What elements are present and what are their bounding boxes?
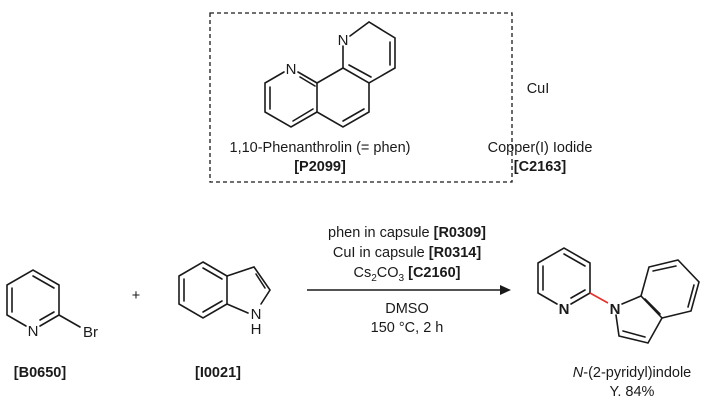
product-name: N-(2-pyridyl)indole bbox=[573, 365, 691, 381]
plus-sign: + bbox=[132, 288, 140, 304]
copper-formula: CuI bbox=[527, 81, 550, 97]
product-structure: N N bbox=[537, 247, 700, 344]
condition-temp-time: 150 °C, 2 h bbox=[371, 320, 444, 336]
atom-label: N bbox=[559, 301, 570, 318]
condition-base: Cs2CO3 [C2160] bbox=[353, 265, 460, 284]
atom-label: N bbox=[251, 306, 262, 323]
atom-label: N bbox=[286, 61, 297, 78]
atom-label: H bbox=[251, 321, 262, 338]
atom-label: N bbox=[28, 323, 39, 340]
atom-label: N bbox=[610, 301, 621, 318]
copper-code: [C2163] bbox=[514, 159, 567, 175]
phenanthroline-structure: N N bbox=[264, 21, 396, 128]
condition-solvent: DMSO bbox=[385, 301, 429, 317]
catalyst-box bbox=[209, 12, 513, 183]
new-c-n-bond bbox=[589, 292, 609, 304]
indole-structure: N H bbox=[178, 261, 271, 338]
copper-name: Copper(I) Iodide bbox=[488, 140, 593, 156]
atom-label: N bbox=[338, 32, 349, 49]
reaction-arrow bbox=[307, 285, 511, 295]
product-yield: Y. 84% bbox=[610, 384, 655, 400]
reactant-code: [B0650] bbox=[14, 365, 67, 381]
bromopyridine-structure: N Br bbox=[6, 269, 98, 341]
reactant-code: [I0021] bbox=[195, 365, 241, 381]
ligand-name: 1,10-Phenanthrolin (= phen) bbox=[230, 140, 411, 156]
condition-phen: phen in capsule [R0309] bbox=[328, 225, 486, 241]
condition-cui: CuI in capsule [R0314] bbox=[333, 245, 481, 261]
ligand-code: [P2099] bbox=[294, 159, 346, 175]
atom-label: Br bbox=[83, 324, 98, 341]
